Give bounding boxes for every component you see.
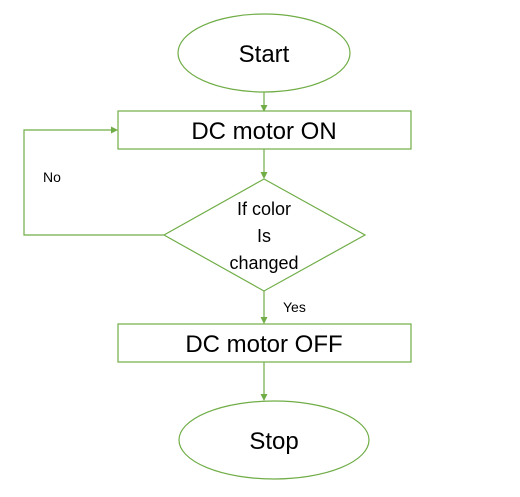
arrow-start-to-motor-on bbox=[260, 92, 268, 112]
decision-label-line-1: If color bbox=[237, 199, 291, 219]
motor-on-node: DC motor ON bbox=[117, 110, 412, 150]
stop-node: Stop bbox=[178, 400, 370, 480]
arrow-yes-to-motor-off bbox=[260, 291, 268, 324]
decision-node: If color Is changed bbox=[162, 178, 367, 292]
motor-off-label: DC motor OFF bbox=[185, 331, 342, 358]
arrow-no-loop bbox=[23, 126, 164, 236]
start-label: Start bbox=[239, 41, 290, 68]
yes-edge-label: Yes bbox=[283, 299, 306, 315]
motor-on-label: DC motor ON bbox=[191, 118, 336, 145]
stop-label: Stop bbox=[249, 428, 298, 455]
arrow-motor-on-to-decision bbox=[260, 149, 268, 179]
motor-off-node: DC motor OFF bbox=[117, 323, 412, 363]
arrow-motor-off-to-stop bbox=[260, 362, 268, 401]
start-node: Start bbox=[177, 13, 351, 93]
no-edge-label: No bbox=[43, 169, 61, 185]
decision-label-line-2: Is bbox=[257, 226, 271, 246]
decision-label-line-3: changed bbox=[229, 253, 298, 273]
